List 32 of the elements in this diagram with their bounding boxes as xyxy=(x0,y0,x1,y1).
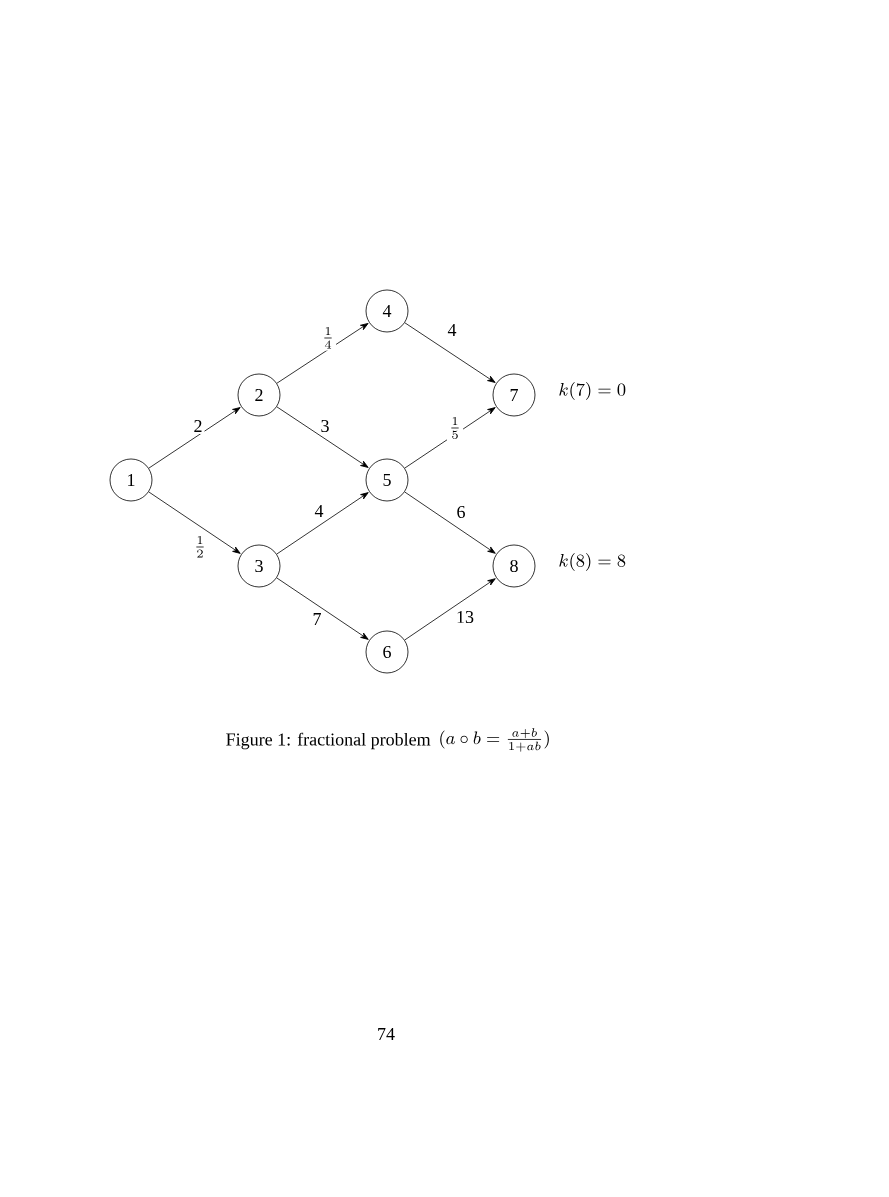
arrow xyxy=(148,407,241,469)
node-annotation: $k(7) = 0$ xyxy=(559,381,626,400)
formula: $(a \circ b = \frac{a+b}{1+ab})$ xyxy=(440,728,549,752)
circle-node: 4 xyxy=(365,289,409,333)
edge-label: $\frac{1}{2}$ xyxy=(191,534,209,560)
edge-label: 4 xyxy=(445,322,459,338)
arrow xyxy=(404,578,496,641)
arrow xyxy=(276,406,369,468)
arrow xyxy=(276,577,369,640)
arrow xyxy=(276,492,369,555)
edge-label: 4 xyxy=(312,503,326,519)
edge-label: 6 xyxy=(454,503,468,521)
edge-label: 13 xyxy=(454,608,476,626)
edge-label: $\frac{1}{4}$ xyxy=(319,325,337,351)
circle-node: 7 xyxy=(492,373,536,417)
circle-node: 5 xyxy=(365,458,409,502)
arrow xyxy=(404,322,496,383)
edge-label: 7 xyxy=(310,611,324,627)
page-number: 74 xyxy=(378,1028,395,1040)
circle-node: 3 xyxy=(237,544,281,588)
edge-label: 3 xyxy=(318,417,332,435)
circle-node: 6 xyxy=(365,630,409,674)
edge-label: 2 xyxy=(191,418,205,434)
node-annotation: $k(8) = 8$ xyxy=(559,552,626,571)
figure-caption: Figure 1: fractional problem xyxy=(226,732,431,750)
arrow xyxy=(404,491,496,554)
circle-node: 1 xyxy=(109,458,153,502)
edge-label: $\frac{1}{5}$ xyxy=(446,415,464,441)
arrow xyxy=(148,491,241,554)
circle-node: 8 xyxy=(492,544,536,588)
circle-node: 2 xyxy=(237,373,281,417)
arrow xyxy=(276,323,369,384)
